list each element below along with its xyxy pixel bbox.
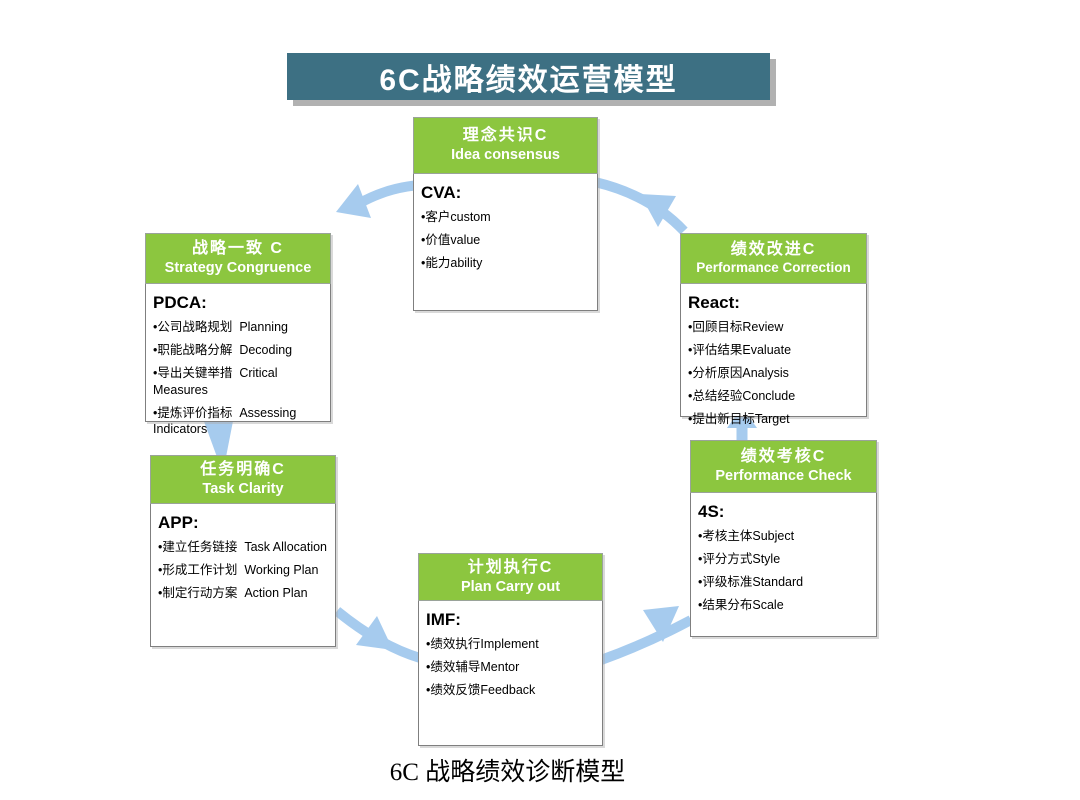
list-item: •公司战略规划 Planning: [153, 320, 288, 334]
node-title-cn: 绩效改进C: [730, 241, 817, 259]
node-plan-carry-out-body: IMF: •绩效执行Implement •绩效辅导Mentor •绩效反馈Fee…: [418, 601, 603, 746]
node-plan-carry-out-header: 计划执行C Plan Carry out: [418, 553, 603, 601]
node-title-en: Performance Correction: [696, 260, 851, 276]
list-item: •制定行动方案 Action Plan: [158, 585, 308, 600]
diagram-title-banner: 6C战略绩效运营模型: [287, 53, 770, 100]
list-item: •分析原因Analysis: [688, 365, 789, 380]
node-title-en: Plan Carry out: [460, 578, 561, 595]
node-strategy-congruence: 战略一致 C Strategy Congruence PDCA: •公司战略规划…: [145, 233, 331, 436]
node-performance-correction-body: React: •回顾目标Review •评估结果Evaluate •分析原因An…: [680, 284, 867, 426]
node-title-cn: 任务明确C: [200, 461, 286, 479]
node-task-clarity-body: APP: •建立任务链接 Task Allocation •形成工作计划 Wor…: [150, 504, 336, 647]
list-item: •导出关键举措 Critical Measures: [153, 365, 282, 397]
node-acronym: IMF:: [426, 610, 461, 629]
node-title-en: Task Clarity: [202, 481, 284, 498]
list-item: •建立任务链接 Task Allocation: [158, 540, 328, 554]
list-item: •提出新目标Target: [688, 411, 790, 426]
list-item: •考核主体Subject: [698, 529, 795, 543]
diagram-caption: 6C 战略绩效诊断模型: [389, 759, 626, 786]
node-acronym: 4S:: [698, 502, 725, 521]
list-item: •职能战略分解 Decoding: [153, 342, 293, 357]
node-performance-correction-header: 绩效改进C Performance Correction: [680, 233, 867, 284]
list-item: •提炼评价指标 Assessing Indicators: [153, 405, 300, 437]
node-strategy-congruence-header: 战略一致 C Strategy Congruence: [145, 233, 331, 284]
arrow-task-to-plan-icon: [333, 607, 422, 663]
node-performance-check-header: 绩效考核C Performance Check: [690, 440, 877, 493]
diagram-title: 6C战略绩效运营模型: [379, 63, 678, 97]
list-item: •形成工作计划 Working Plan: [158, 562, 319, 577]
node-task-clarity-header: 任务明确C Task Clarity: [150, 455, 336, 504]
list-item: •绩效执行Implement: [426, 637, 539, 651]
node-title-cn: 战略一致 C: [191, 240, 284, 258]
list-item: •绩效反馈Feedback: [426, 682, 536, 697]
node-performance-check-body: 4S: •考核主体Subject •评分方式Style •评级标准Standar…: [690, 493, 877, 637]
arrow-plan-to-check-icon: [599, 606, 694, 665]
arrow-strategy-to-task-icon: [202, 416, 234, 457]
list-item: •结果分布Scale: [698, 597, 784, 612]
node-title-en: Performance Check: [715, 468, 852, 485]
node-title-cn: 理念共识C: [462, 127, 549, 145]
node-performance-correction: 绩效改进C Performance Correction React: •回顾目…: [680, 233, 867, 426]
arrow-correction-to-idea-icon: [593, 177, 688, 235]
list-item: •回顾目标Review: [688, 320, 784, 334]
node-acronym: React:: [688, 293, 740, 312]
list-item: •绩效辅导Mentor: [426, 659, 520, 674]
node-idea-consensus: 理念共识C Idea consensus CVA: •客户custom •价值v…: [413, 117, 598, 311]
list-item: •能力ability: [421, 255, 483, 270]
node-acronym: CVA:: [421, 183, 462, 202]
node-idea-consensus-body: CVA: •客户custom •价值value •能力ability: [413, 174, 598, 311]
arrow-check-to-correction-icon: [727, 407, 757, 442]
list-item: •评分方式Style: [698, 551, 781, 566]
node-idea-consensus-header: 理念共识C Idea consensus: [413, 117, 598, 174]
node-strategy-congruence-body: PDCA: •公司战略规划 Planning •职能战略分解 Decoding …: [145, 284, 331, 436]
node-title-en: Strategy Congruence: [164, 260, 312, 277]
list-item: •客户custom: [421, 210, 491, 224]
node-title-cn: 计划执行C: [467, 558, 554, 576]
list-item: •评级标准Standard: [698, 574, 804, 589]
node-acronym: APP:: [158, 513, 199, 532]
node-acronym: PDCA:: [153, 293, 207, 312]
node-performance-check: 绩效考核C Performance Check 4S: •考核主体Subject…: [690, 440, 877, 637]
node-task-clarity: 任务明确C Task Clarity APP: •建立任务链接 Task All…: [150, 455, 336, 647]
node-title-cn: 绩效考核C: [740, 448, 827, 466]
list-item: •价值value: [421, 232, 481, 247]
node-title-en: Idea consensus: [451, 147, 560, 164]
list-item: •总结经验Conclude: [688, 388, 796, 403]
node-plan-carry-out: 计划执行C Plan Carry out IMF: •绩效执行Implement…: [418, 553, 603, 746]
list-item: •评估结果Evaluate: [688, 342, 792, 357]
